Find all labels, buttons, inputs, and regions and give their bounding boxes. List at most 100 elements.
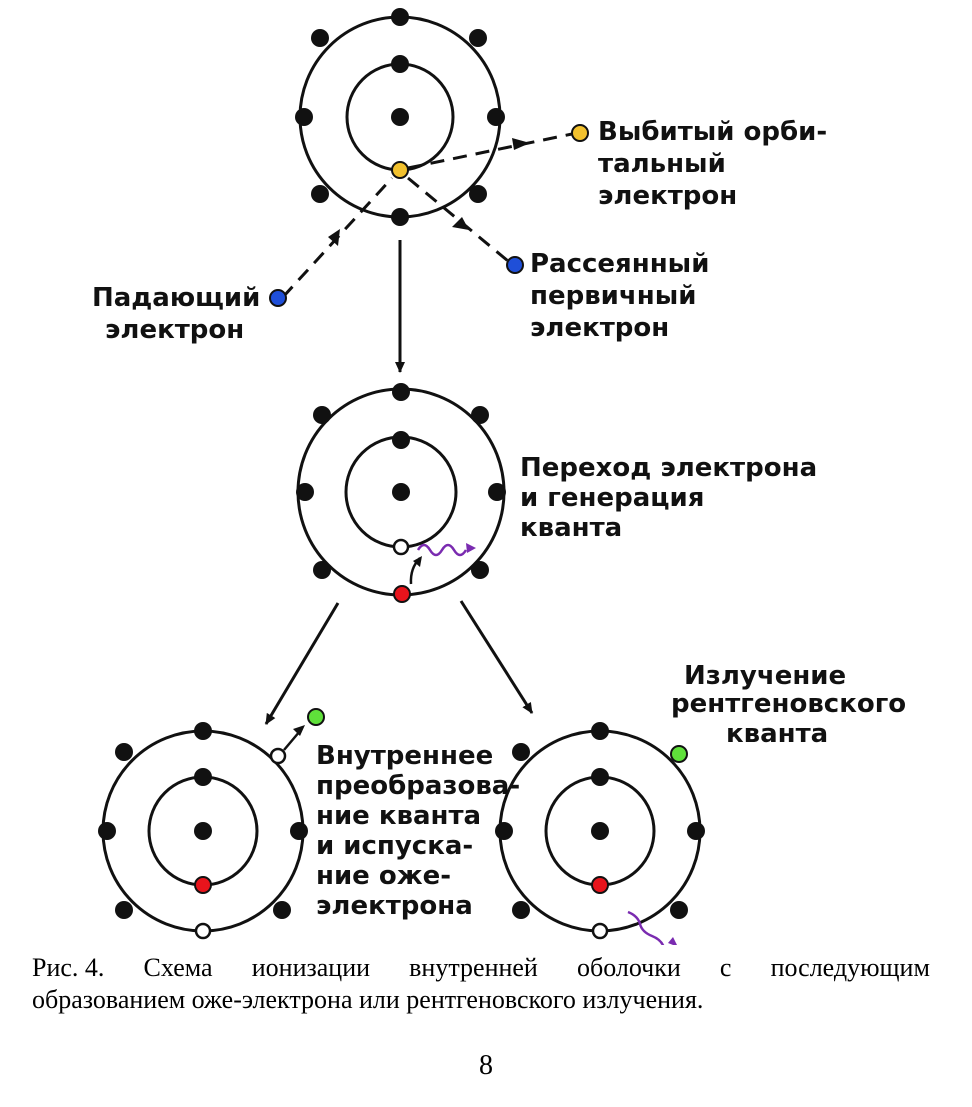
electron	[290, 822, 308, 840]
label-xray-line: кванта	[726, 719, 828, 749]
emitted-electron	[670, 745, 688, 763]
label-auger-line: электрона	[316, 891, 473, 921]
electron	[591, 768, 609, 786]
incident-arrowhead	[328, 229, 340, 246]
electron	[194, 768, 212, 786]
label-knocked-out-line: электрон	[598, 181, 737, 211]
electron	[98, 822, 116, 840]
electron	[469, 29, 487, 47]
electron	[115, 901, 133, 919]
label-incident-line: электрон	[105, 315, 244, 345]
caption-word: оболочки	[576, 953, 681, 982]
electron	[471, 561, 489, 579]
arrow-to-xray	[459, 600, 534, 714]
transitioned-electron	[194, 876, 212, 894]
svg-text:Переход электрона и генера: Переход электрона и генерация кванта	[520, 453, 826, 543]
ionization-diagram: Выбитый орби- тальный электрон Падающий …	[92, 8, 915, 945]
caption-line-2: образованием оже-электрона или рентгенов…	[32, 985, 704, 1014]
svg-text:Внутреннее преобразова-: Внутреннее преобразова- ние кванта и исп…	[316, 741, 529, 921]
knocked-out-electron	[571, 124, 589, 142]
atom-transition	[296, 383, 506, 603]
electron	[391, 8, 409, 26]
knocked-out-electron-origin	[391, 161, 409, 179]
electron	[391, 55, 409, 73]
electron	[591, 722, 609, 740]
auger-arrowhead	[293, 725, 305, 736]
label-scattered-line: электрон	[530, 313, 669, 343]
electron	[391, 208, 409, 226]
vacancy	[194, 922, 212, 940]
electron	[313, 561, 331, 579]
knocked-out-electron-path	[407, 132, 573, 170]
svg-text:Рассеянный первичный э: Рассеянный первичный электрон	[530, 249, 718, 343]
atom-xray	[495, 722, 705, 940]
electron	[194, 722, 212, 740]
electron	[392, 431, 410, 449]
caption-word: последующим	[770, 953, 930, 982]
label-xray-line: рентгеновского	[671, 689, 906, 719]
nucleus	[194, 822, 212, 840]
caption-line-1: Рис. 4. Схема ионизации внутренней оболо…	[32, 952, 930, 984]
label-scattered-line: первичный	[530, 281, 696, 311]
electron	[115, 743, 133, 761]
label-auger-line: и испуска-	[316, 831, 473, 861]
xray-photon-arrowhead	[668, 937, 677, 945]
electron	[687, 822, 705, 840]
photon-wave	[416, 543, 468, 557]
electron	[495, 822, 513, 840]
auger-emission-arrow	[283, 730, 301, 751]
electron	[512, 743, 530, 761]
scattered-electron	[506, 256, 524, 274]
electron	[313, 406, 331, 424]
scattered-arrowhead	[452, 217, 469, 230]
transitioning-electron	[393, 585, 411, 603]
label-auger-line: Внутреннее	[316, 741, 493, 771]
atom-auger	[98, 722, 308, 940]
svg-text:Падающий электрон: Падающий электрон	[92, 283, 269, 345]
svg-text:Излучение рентгеновского: Излучение рентгеновского кванта	[671, 661, 915, 749]
caption-word: Схема	[143, 953, 213, 982]
label-scattered-line: Рассеянный	[530, 249, 709, 279]
caption-word: с	[719, 953, 732, 982]
label-transition-line: и генерация	[520, 483, 704, 513]
atom-initial	[295, 8, 505, 226]
page-number: 8	[479, 1050, 493, 1081]
svg-text:Выбитый орби- тальный: Выбитый орби- тальный электрон	[598, 117, 836, 211]
caption-word: Рис. 4.	[32, 953, 105, 982]
scattered-electron-path	[407, 176, 509, 263]
vacancy	[392, 538, 410, 556]
electron	[512, 901, 530, 919]
auger-electron	[307, 708, 325, 726]
label-knocked-out-line: тальный	[598, 149, 726, 179]
label-auger-line: преобразова-	[316, 771, 520, 801]
label-transition-line: кванта	[520, 513, 622, 543]
knocked-out-arrowhead	[512, 138, 530, 150]
caption-word: ионизации	[251, 953, 371, 982]
photon-arrowhead	[466, 543, 476, 553]
label-knocked-out-line: Выбитый орби-	[598, 117, 827, 147]
nucleus	[391, 108, 409, 126]
electron	[311, 29, 329, 47]
electron	[295, 108, 313, 126]
figure-caption: Рис. 4. Схема ионизации внутренней оболо…	[32, 952, 930, 1016]
nucleus	[591, 822, 609, 840]
xray-photon-wave	[627, 910, 665, 945]
transitioned-electron	[591, 876, 609, 894]
electron	[392, 383, 410, 401]
electron	[471, 406, 489, 424]
label-auger-line: ние кванта	[316, 801, 481, 831]
vacancy	[591, 922, 609, 940]
electron	[296, 483, 314, 501]
label-xray-line: Излучение	[684, 661, 846, 691]
electron	[311, 185, 329, 203]
nucleus	[392, 483, 410, 501]
electron	[469, 185, 487, 203]
vacancy	[269, 747, 287, 765]
label-auger-line: ние оже-	[316, 861, 451, 891]
electron	[670, 901, 688, 919]
caption-word: внутренней	[409, 953, 538, 982]
label-incident-line: Падающий	[92, 283, 260, 313]
incident-electron	[269, 289, 287, 307]
transition-arrowhead	[413, 556, 422, 567]
arrow-to-auger	[264, 602, 340, 725]
